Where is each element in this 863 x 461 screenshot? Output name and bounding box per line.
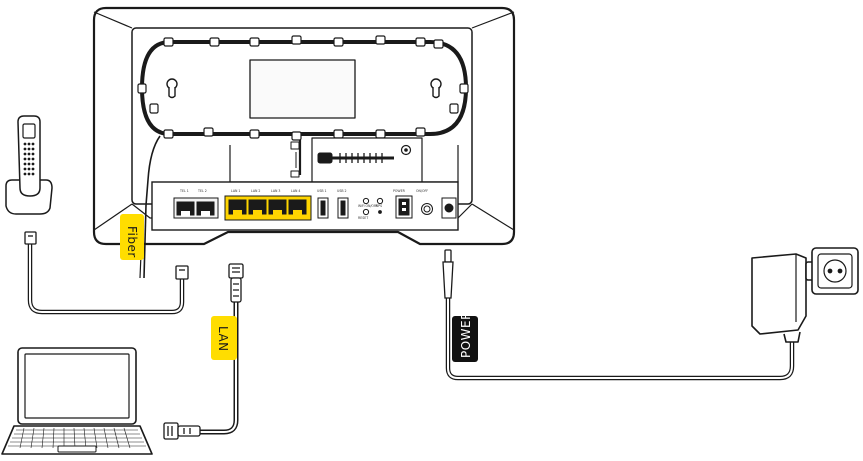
laptop-icon: [1, 347, 153, 455]
port-label-usb2: USB 2: [337, 189, 347, 193]
rj11-plug-left: [24, 231, 37, 245]
power-adapter-icon: [751, 253, 821, 343]
dc-plug: [442, 249, 454, 299]
tel-ports: [173, 197, 219, 219]
power-label: POWER: [459, 311, 473, 358]
port-label-wifi: WiFi ON/OFF: [358, 204, 378, 208]
port-label-onoff: ON/OFF: [416, 189, 428, 193]
wall-mount-hole-left: [166, 78, 178, 99]
port-label-lan1: LAN 1: [231, 189, 240, 193]
port-label-power: POWER: [393, 189, 406, 193]
power-port-block: [395, 195, 457, 219]
cordless-phone-icon: [5, 115, 53, 215]
port-panel: TEL 1 TEL 2 LAN 1 LAN 2 LAN 3 LAN 4 USB …: [151, 181, 459, 231]
rj11-plug-right: [175, 265, 189, 280]
port-label-wps: WPS: [375, 204, 382, 208]
port-label-lan4: LAN 4: [291, 189, 300, 193]
power-tag: POWER: [452, 311, 478, 362]
port-label-lan2: LAN 2: [251, 189, 260, 193]
fiber-tag: Fiber: [120, 214, 144, 260]
usb-ports: [317, 197, 349, 219]
fiber-label: Fiber: [125, 226, 139, 258]
wall-socket-icon: [811, 247, 859, 295]
lan-label: LAN: [216, 326, 230, 352]
power-cable: [442, 249, 795, 381]
port-label-reset: RESET: [358, 216, 368, 220]
rj45-plug-top: [228, 263, 244, 303]
panel-buttons: [362, 197, 384, 216]
port-label-tel1: TEL 1: [179, 189, 189, 193]
lan-cable: [163, 263, 244, 440]
phone-cable: [24, 231, 189, 315]
wall-mount-hole-right: [430, 78, 442, 99]
rj45-plug-bottom: [163, 422, 201, 440]
port-label-lan3: LAN 3: [271, 189, 280, 193]
lan-tag: LAN: [211, 316, 237, 360]
port-label-tel2: TEL 2: [197, 189, 207, 193]
lan-ports: [224, 195, 312, 221]
port-label-usb1: USB 1: [317, 189, 327, 193]
